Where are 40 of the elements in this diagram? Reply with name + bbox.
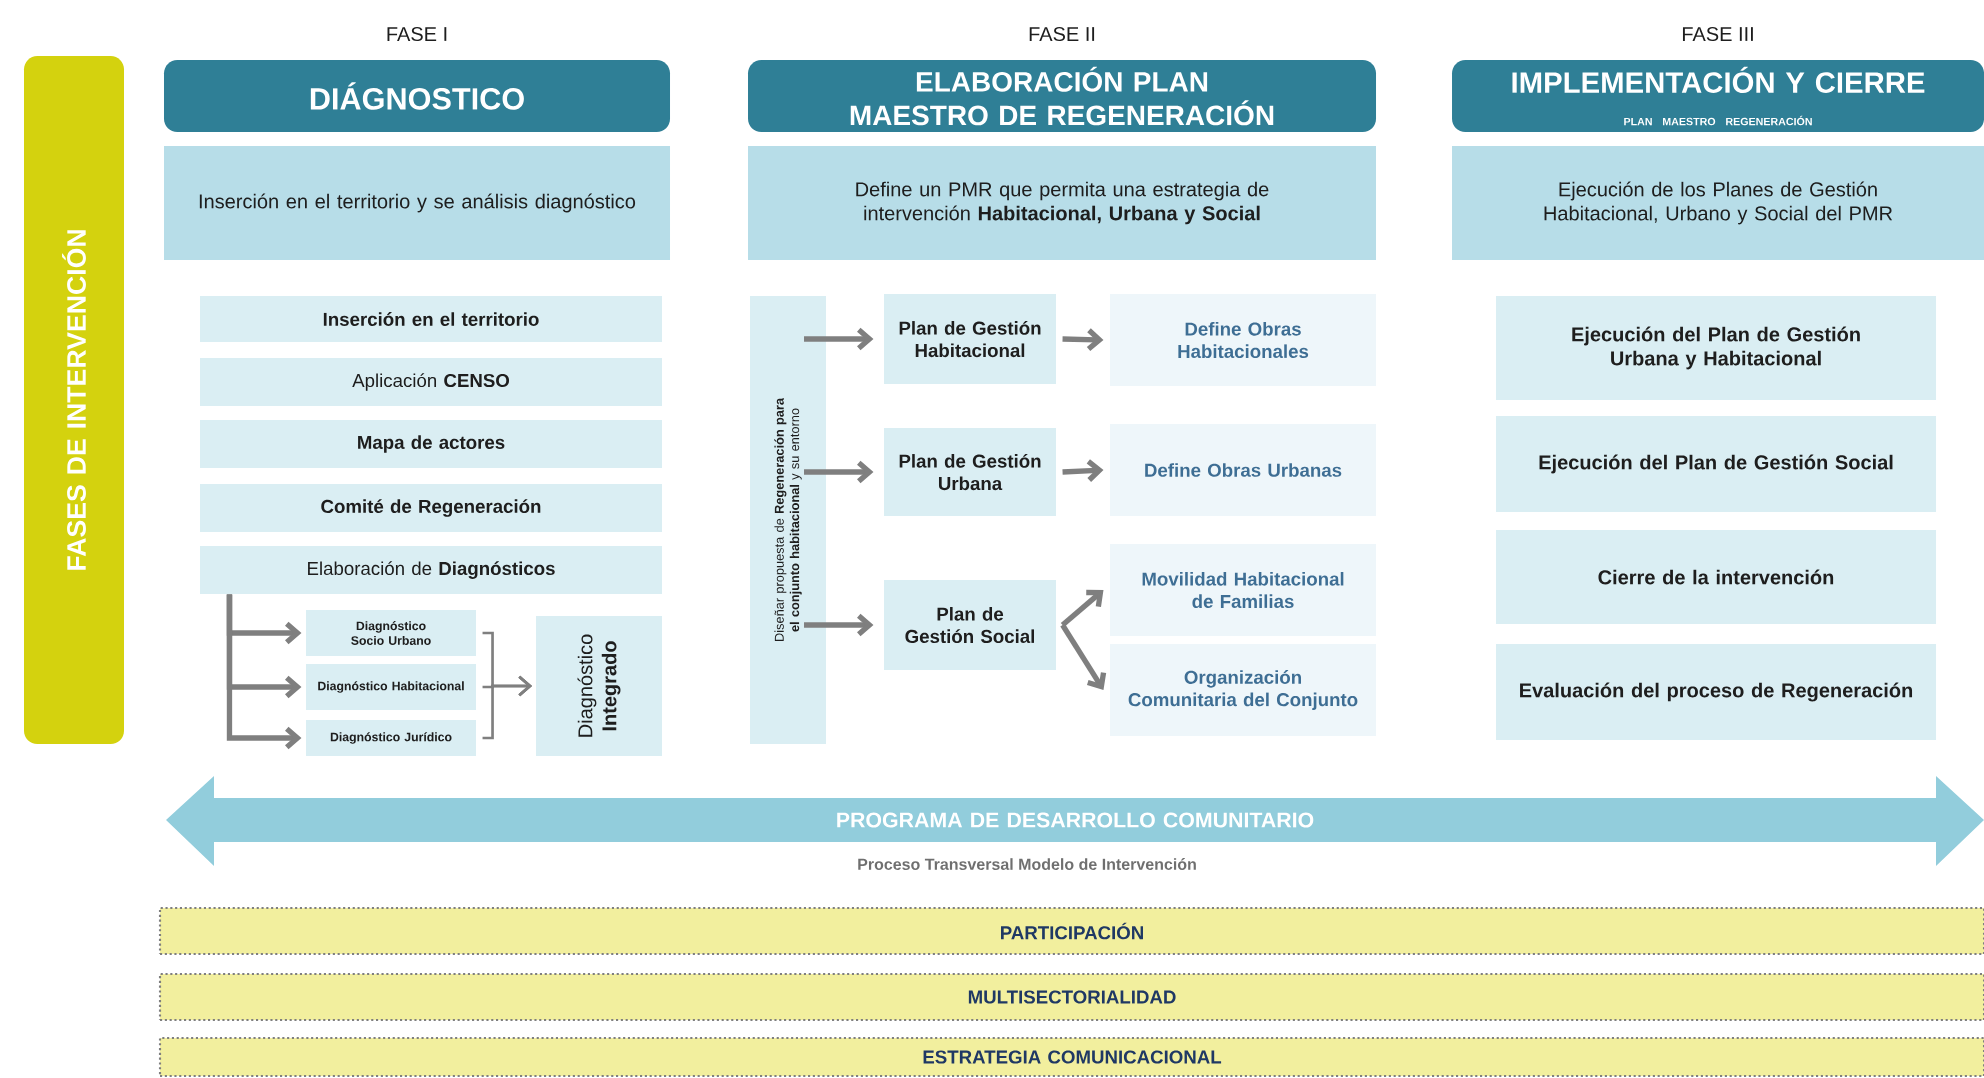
principle-bar: ESTRATEGIA COMUNICACIONAL	[158, 1036, 1984, 1078]
step-box: Ejecución del Plan de Gestión Social	[1496, 416, 1936, 512]
arrow	[1062, 459, 1104, 482]
step-box: Evaluación del proceso de Regeneración	[1496, 644, 1936, 740]
step-box: Mapa de actores	[200, 420, 662, 468]
step-box: Elaboración de Diagnósticos	[200, 546, 662, 594]
output-box: Define Obras Habitacionales	[1110, 294, 1376, 386]
arrow	[1060, 623, 1107, 690]
arrow	[482, 675, 532, 740]
plan-box: Plan de Gestión Habitacional	[884, 294, 1056, 384]
output-box: Movilidad Habitacional de Familias	[1110, 544, 1376, 636]
result-box: Diagnóstico Integrado	[536, 616, 662, 756]
arrow	[804, 327, 874, 351]
phase-header: ELABORACIÓN PLAN MAESTRO DE REGENERACIÓN	[748, 60, 1376, 132]
description-box: Ejecución de los Planes de Gestión Habitacional, Urbano y Social del PMR	[1452, 146, 1984, 260]
arrow	[1062, 328, 1104, 352]
step-box: Comité de Regeneración	[200, 484, 662, 532]
caption-text: Proceso Transversal Modelo de Intervención	[858, 858, 1196, 870]
step-box: Cierre de la intervención	[1496, 530, 1936, 624]
band-label: PROGRAMA DE DESARROLLO COMUNITARIO	[837, 812, 1314, 828]
plan-box: Plan de Gestión Social	[884, 580, 1056, 670]
arrow	[1060, 589, 1104, 628]
description-box: Inserción en el territorio y se análisis diagnóstico	[164, 146, 670, 260]
arrow	[804, 613, 874, 637]
phase-label: FASE II	[1029, 26, 1095, 42]
description-box: Define un PMR que permita una estrategia de intervención Habitacional, Urbana y Social	[748, 146, 1376, 260]
output-box: Define Obras Urbanas	[1110, 424, 1376, 516]
plan-box: Plan de Gestión Urbana	[884, 428, 1056, 516]
output-box: Organización Comunitaria del Conjunto	[1110, 644, 1376, 736]
phase-label: FASE III	[1682, 26, 1753, 42]
step-box: Inserción en el territorio	[200, 296, 662, 342]
principle-bar: PARTICIPACIÓN	[158, 906, 1984, 956]
step-box: Ejecución del Plan de Gestión Urbana y Habitacional	[1496, 296, 1936, 400]
principle-bar: MULTISECTORIALIDAD	[158, 972, 1984, 1022]
phase-band: FASES DE INTERVENCIÓN	[24, 56, 124, 744]
arrow	[226, 594, 302, 750]
phase-header: DIÁGNOSTICO	[164, 60, 670, 132]
step-box: Aplicación CENSO	[200, 358, 662, 406]
arrow	[804, 460, 874, 484]
phase-label: FASE I	[387, 26, 447, 42]
